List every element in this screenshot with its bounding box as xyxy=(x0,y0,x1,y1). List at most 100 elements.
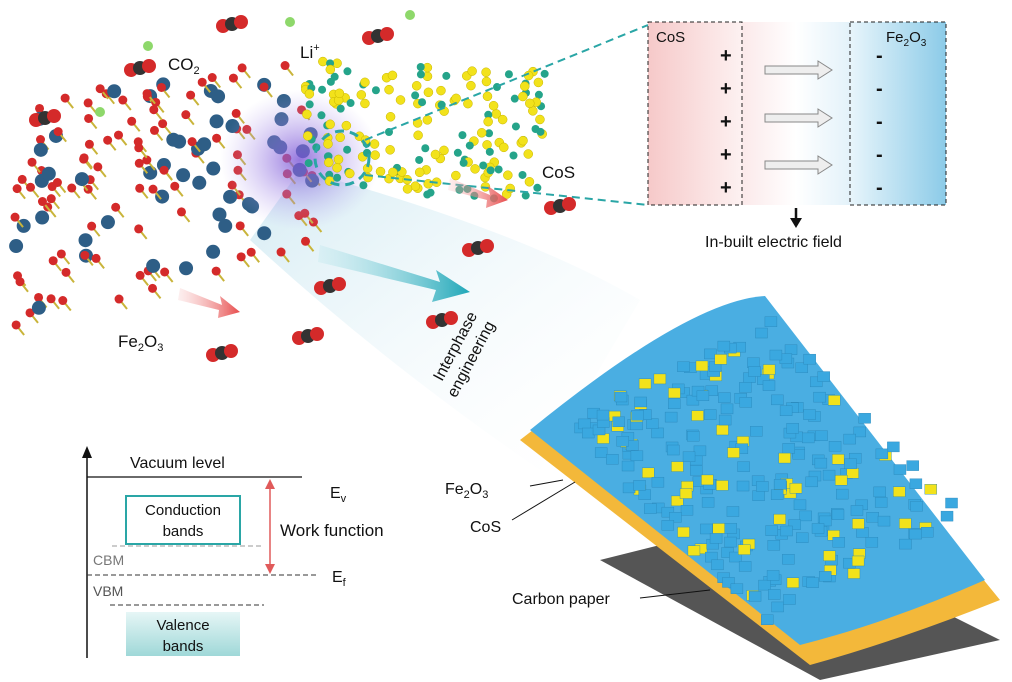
cube xyxy=(764,316,778,327)
cube xyxy=(802,432,815,444)
cube xyxy=(815,430,828,441)
o-atom xyxy=(25,308,35,318)
co-atom xyxy=(534,90,543,99)
o-atom xyxy=(58,296,68,306)
co-atom xyxy=(453,148,462,157)
electrode-fe2o3-label: Fe2O3 xyxy=(445,481,488,501)
cube xyxy=(716,480,729,491)
fe-atom xyxy=(212,207,227,222)
cube xyxy=(786,423,799,434)
cube xyxy=(899,518,912,529)
co-atom xyxy=(416,63,425,72)
cube xyxy=(677,361,690,372)
o-atom xyxy=(84,139,94,149)
s-atom xyxy=(302,109,312,120)
o-atom xyxy=(212,133,222,143)
o-atom xyxy=(93,162,103,172)
co-atom xyxy=(416,70,425,79)
co-atom xyxy=(371,86,380,95)
cube xyxy=(633,480,646,491)
o-atom xyxy=(35,103,45,113)
cos-region xyxy=(648,22,742,205)
band-diagram: Vacuum level Ev Conduction bands CBM Wor… xyxy=(82,446,384,658)
cube xyxy=(724,523,738,534)
cube xyxy=(768,589,781,600)
o-atom xyxy=(111,202,121,212)
o-atom xyxy=(149,125,159,135)
s-atom xyxy=(488,100,499,111)
s-atom xyxy=(423,179,433,189)
field-down-arrowhead xyxy=(790,218,802,228)
o-atom xyxy=(159,165,169,175)
o-atom xyxy=(114,294,124,304)
field-cos-label: CoS xyxy=(656,29,685,46)
cube xyxy=(819,515,832,527)
o-atom xyxy=(142,155,152,165)
s-atom xyxy=(402,184,413,194)
field-arrow xyxy=(764,155,833,175)
s-atom xyxy=(423,87,434,98)
cube xyxy=(738,561,752,572)
o-atom xyxy=(46,294,56,304)
cube xyxy=(853,426,867,438)
co-atom xyxy=(421,144,430,153)
cube xyxy=(788,519,801,530)
s-atom xyxy=(325,119,335,130)
cube xyxy=(843,433,856,445)
co-atom xyxy=(458,131,467,140)
s-atom xyxy=(523,149,534,159)
cube xyxy=(594,447,608,458)
fe-atom xyxy=(209,114,224,129)
fe-atom xyxy=(166,132,181,147)
co-atom xyxy=(511,122,520,131)
cube xyxy=(709,533,723,544)
co-atom xyxy=(465,141,474,150)
s-atom xyxy=(481,76,492,87)
cube xyxy=(770,489,784,500)
li-ion xyxy=(143,41,153,51)
o-atom xyxy=(83,98,93,108)
cube xyxy=(784,344,798,355)
cube xyxy=(789,483,803,494)
valence-line1: Valence xyxy=(156,617,209,634)
s-atom xyxy=(324,157,334,168)
co-atom xyxy=(326,77,335,86)
cube xyxy=(873,486,886,498)
interphase-arrow xyxy=(318,245,470,302)
energy-axis-arrowhead xyxy=(82,446,92,458)
cube xyxy=(612,416,625,428)
o-atom xyxy=(160,267,170,277)
s-atom xyxy=(332,163,342,173)
co-atom xyxy=(442,71,451,80)
fe-atom xyxy=(41,166,56,181)
o-atom xyxy=(134,158,144,168)
s-atom xyxy=(360,77,370,88)
o-atom xyxy=(142,59,156,73)
o-atom xyxy=(224,344,238,358)
cube xyxy=(631,410,644,421)
s-atom xyxy=(520,81,530,91)
s-atom xyxy=(525,98,535,109)
co-atom xyxy=(411,91,420,100)
o-atom xyxy=(36,135,46,145)
s-atom xyxy=(323,139,333,149)
cube xyxy=(847,568,861,579)
co-atom xyxy=(317,111,326,120)
cube xyxy=(691,410,704,421)
negative-charge: - xyxy=(876,78,883,100)
o-atom xyxy=(207,73,217,83)
s-atom xyxy=(481,67,491,78)
fe-atom xyxy=(206,161,221,176)
co-atom xyxy=(509,151,518,160)
s-atom xyxy=(497,114,508,125)
cube xyxy=(634,396,647,408)
field-arrow xyxy=(764,60,833,80)
o-atom xyxy=(236,252,246,262)
o-atom xyxy=(52,177,62,187)
positive-charge: + xyxy=(720,144,732,166)
cube xyxy=(805,476,818,488)
valence-line2: bands xyxy=(163,638,204,655)
cube xyxy=(783,594,796,605)
fe-atom xyxy=(9,239,24,254)
o-atom xyxy=(170,181,180,191)
